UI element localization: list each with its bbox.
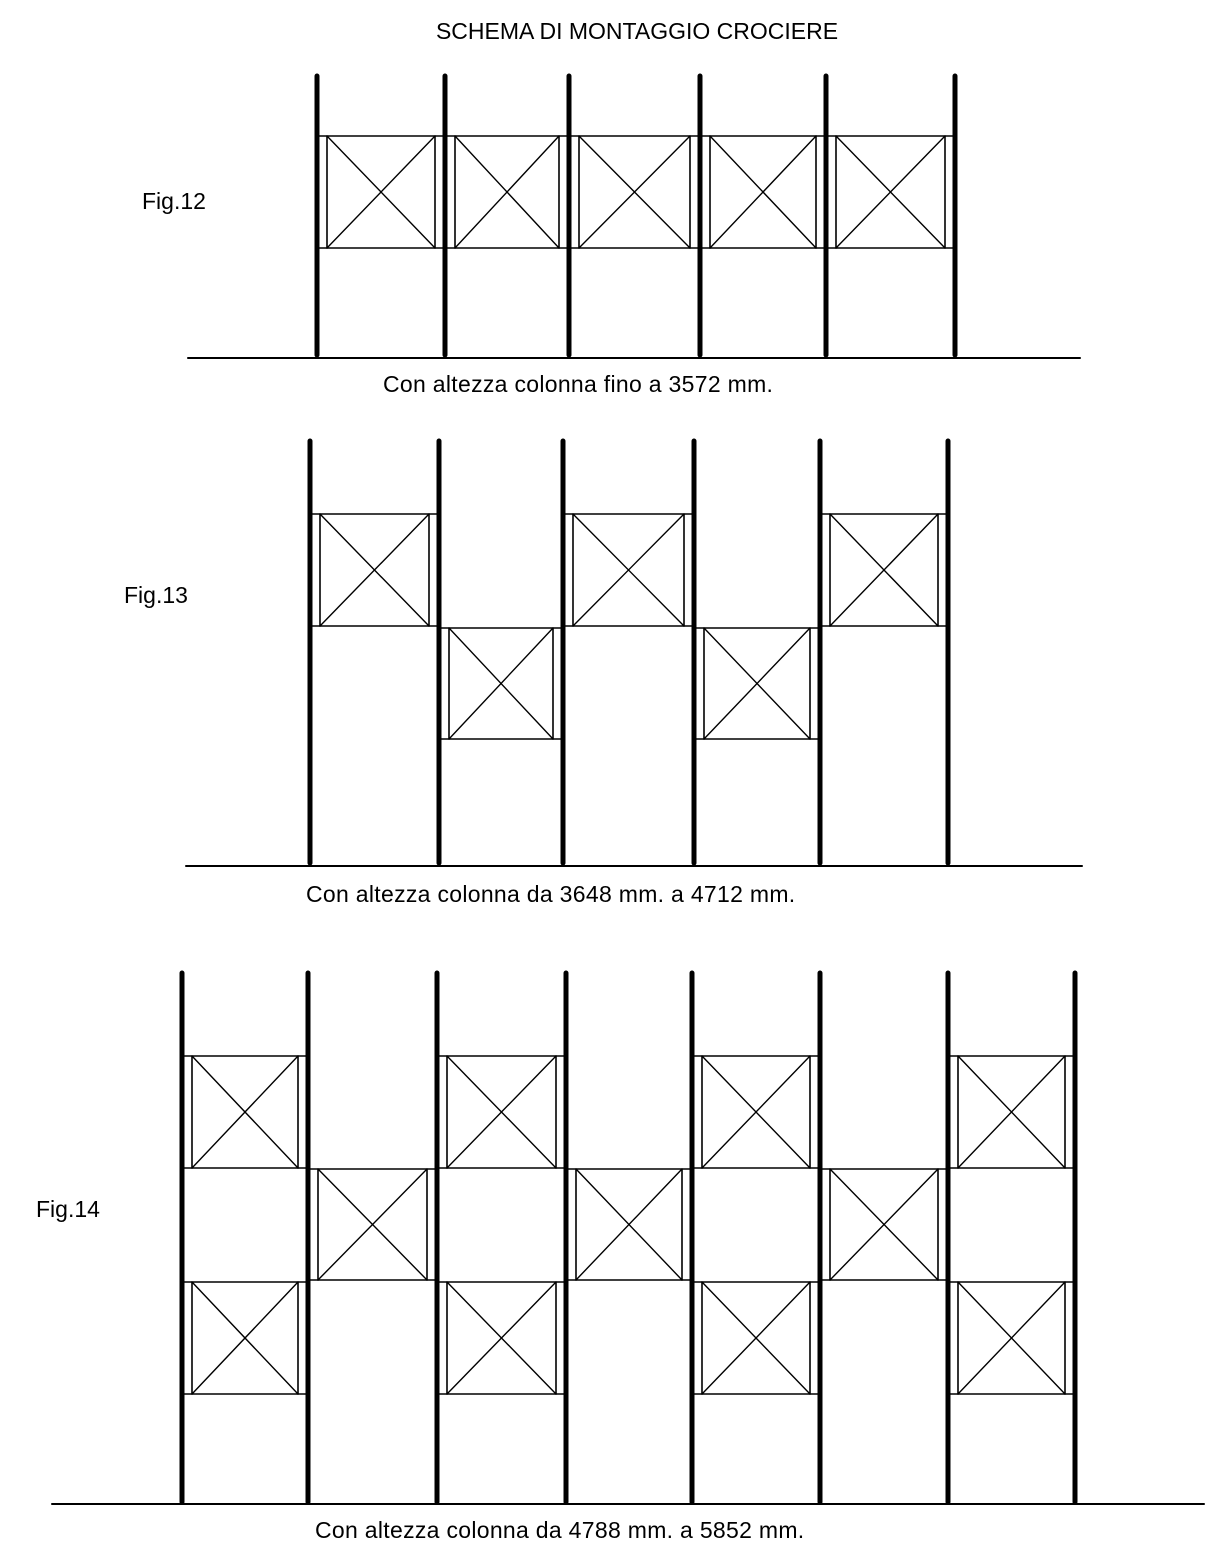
fig12-label: Fig.12: [142, 188, 206, 214]
diagonal-brace: [829, 1168, 939, 1281]
fig14-caption: Con altezza colonna da 4788 mm. a 5852 m…: [315, 1517, 805, 1543]
cross-brace-panel: [440, 627, 562, 740]
cross-brace-panel: [438, 1281, 565, 1395]
cross-brace-panel: [827, 135, 954, 249]
diagonal-brace: [446, 1055, 557, 1169]
diagonal-brace: [578, 135, 691, 249]
fig14-drawing: [51, 970, 1205, 1505]
fig13-drawing: [185, 438, 1083, 867]
diagonal-brace: [191, 1281, 299, 1395]
diagonal-brace: [957, 1281, 1066, 1395]
cross-brace-panel: [693, 1055, 819, 1169]
diagonal-brace: [572, 513, 685, 627]
cross-brace-panel: [183, 1281, 307, 1395]
diagonal-brace: [319, 513, 430, 627]
diagonal-brace: [448, 627, 554, 740]
cross-brace-panel: [564, 513, 693, 627]
diagonal-brace: [191, 1055, 299, 1169]
diagonal-brace: [701, 1055, 811, 1169]
fig12-drawing: [187, 73, 1081, 359]
cross-brace-panel: [567, 1168, 691, 1281]
cross-brace-panel: [695, 627, 819, 740]
diagonal-brace: [829, 513, 939, 627]
fig13-caption: Con altezza colonna da 3648 mm. a 4712 m…: [306, 881, 796, 907]
diagonal-brace: [575, 1168, 683, 1281]
diagonal-brace: [701, 1281, 811, 1395]
diagonal-brace: [835, 135, 946, 249]
cross-brace-panel: [309, 1168, 436, 1281]
cross-brace-panel: [949, 1281, 1074, 1395]
diagonal-brace: [454, 135, 560, 249]
cross-brace-panel: [446, 135, 568, 249]
cross-brace-panel: [821, 1168, 947, 1281]
fig12-caption: Con altezza colonna fino a 3572 mm.: [383, 371, 774, 397]
diagonal-brace: [326, 135, 436, 249]
diagonal-brace: [709, 135, 817, 249]
fig13-label: Fig.13: [124, 582, 188, 608]
cross-brace-panel: [318, 135, 444, 249]
cross-brace-panel: [570, 135, 699, 249]
diagonal-brace: [957, 1055, 1066, 1169]
diagonal-brace: [703, 627, 811, 740]
fig14-label: Fig.14: [36, 1196, 100, 1222]
diagonal-brace: [446, 1281, 557, 1395]
diagram-title: SCHEMA DI MONTAGGIO CROCIERE: [435, 18, 839, 44]
cross-brace-panel: [821, 513, 947, 627]
cross-brace-panel: [701, 135, 825, 249]
cross-brace-panel: [183, 1055, 307, 1169]
cross-brace-panel: [949, 1055, 1074, 1169]
cross-brace-panel: [693, 1281, 819, 1395]
cross-brace-panel: [311, 513, 438, 627]
cross-brace-panel: [438, 1055, 565, 1169]
diagonal-brace: [317, 1168, 428, 1281]
